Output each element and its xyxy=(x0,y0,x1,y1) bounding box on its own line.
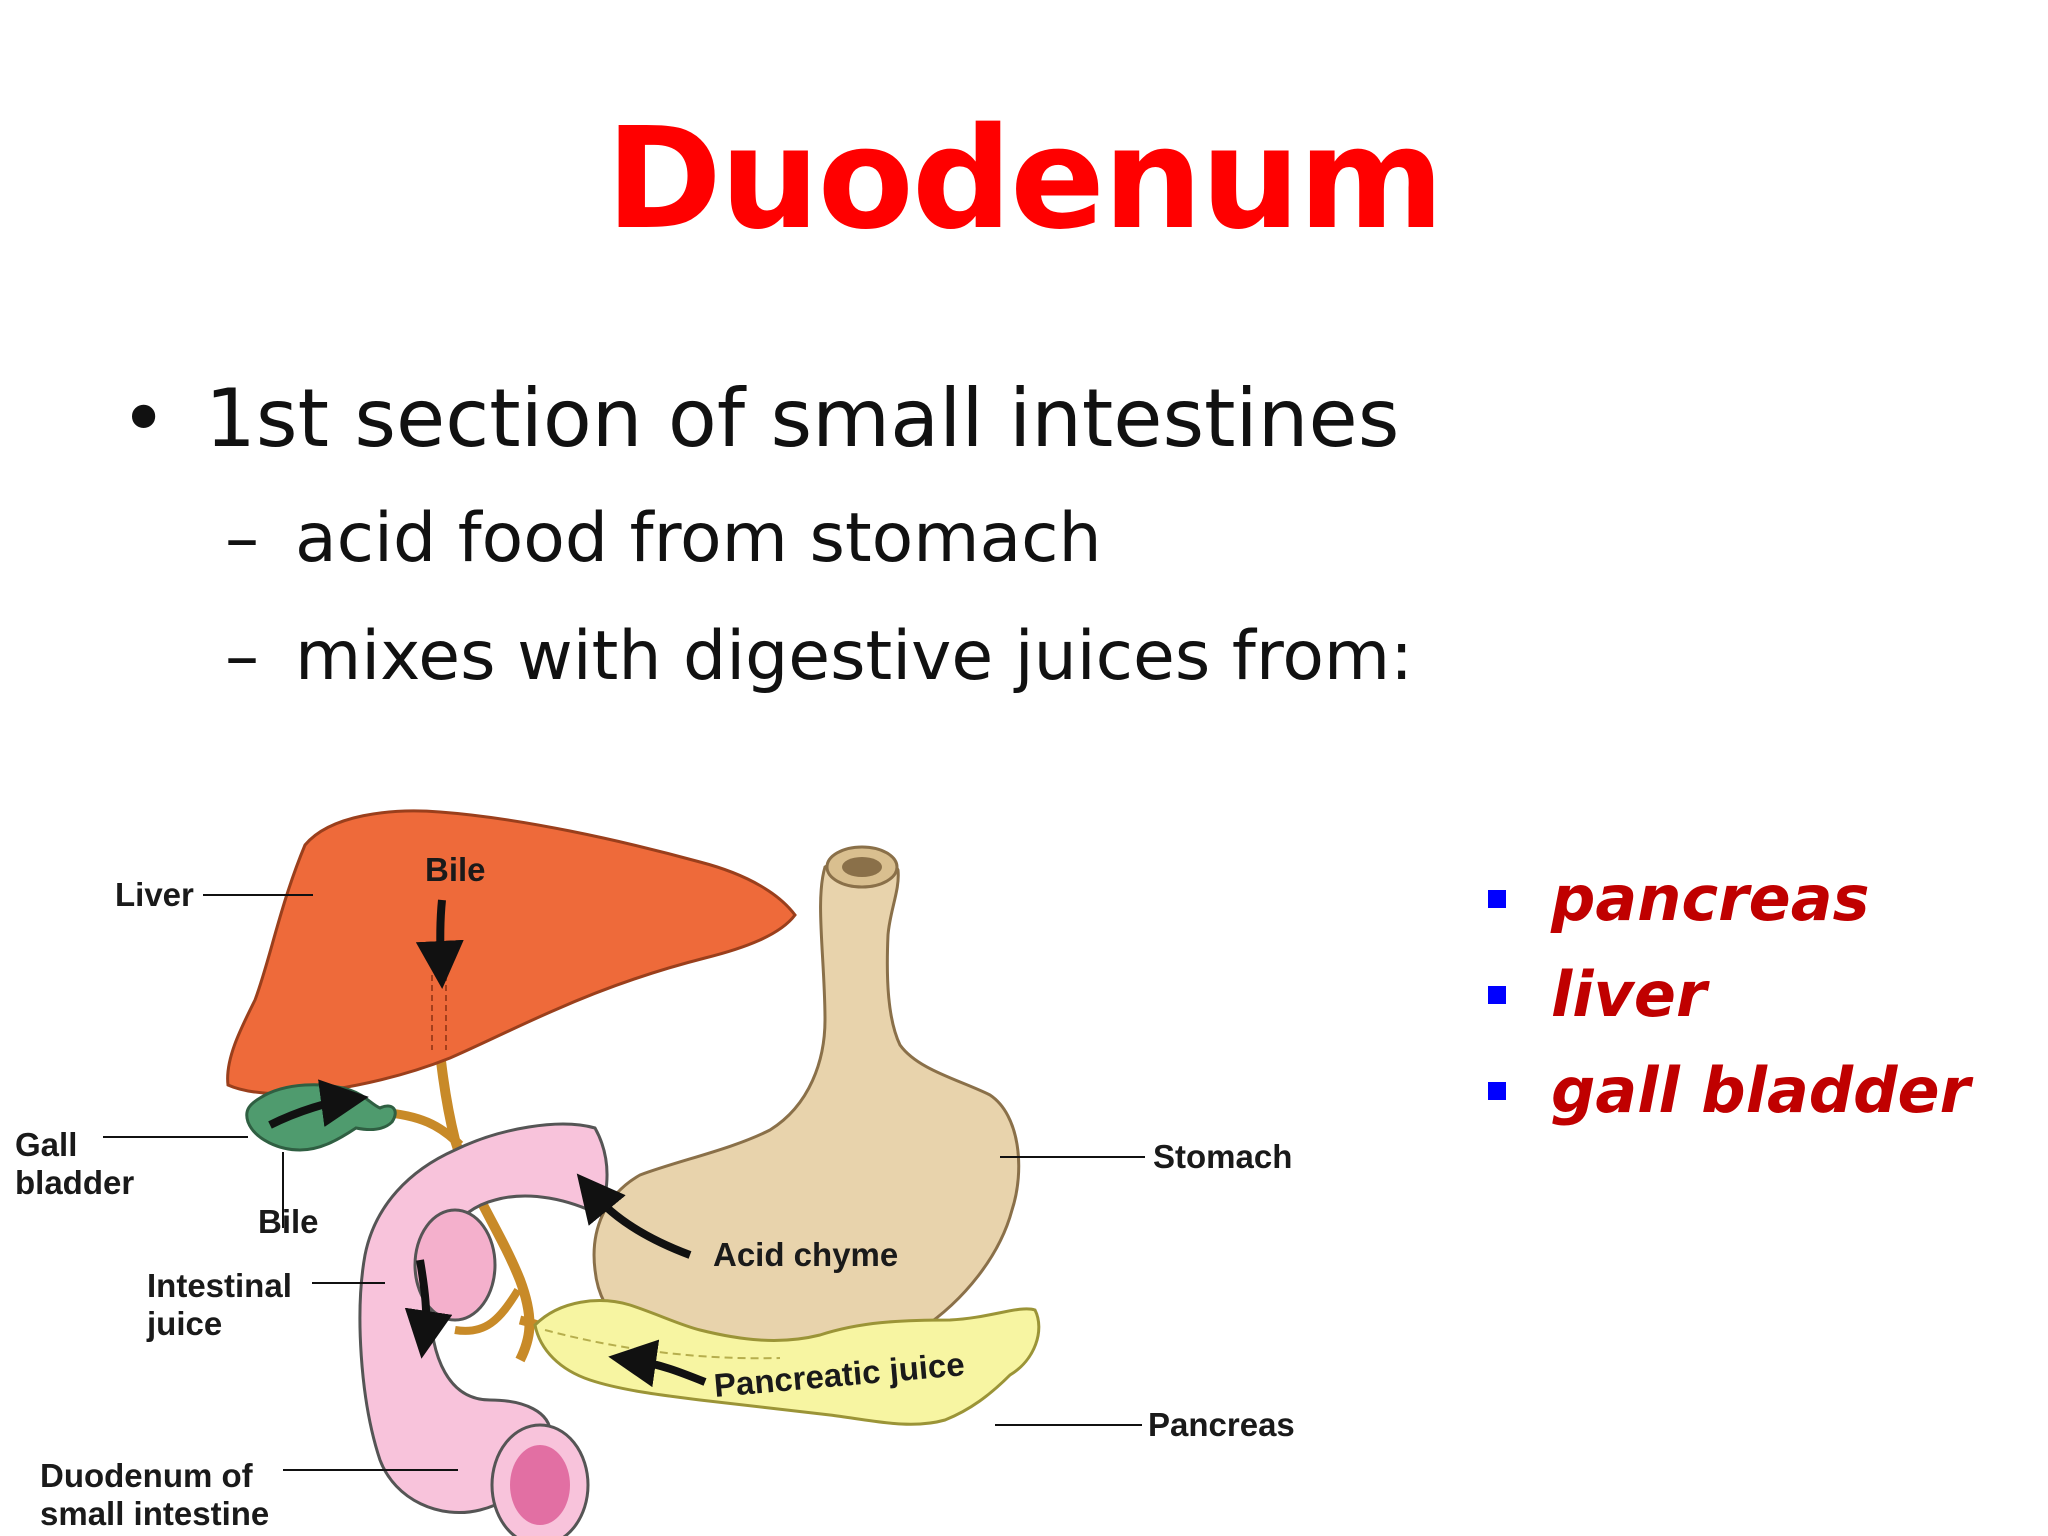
organ-item-liver: liver xyxy=(1488,964,1970,1026)
bullet-marker: • xyxy=(120,372,168,465)
flow-arrows xyxy=(268,899,707,1388)
gallbladder-shape xyxy=(245,1083,397,1152)
label-liver: Liver xyxy=(115,876,194,913)
label-acid-chyme: Acid chyme xyxy=(713,1236,898,1273)
sub-bullet-list: – acid food from stomach – mixes with di… xyxy=(225,505,1413,741)
label-bladder: bladder xyxy=(15,1164,134,1201)
label-stomach: Stomach xyxy=(1153,1138,1292,1175)
sub-bullet-text: mixes with digestive juices from: xyxy=(295,617,1414,696)
sub-bullet-text: acid food from stomach xyxy=(295,499,1102,578)
label-small-intestine: small intestine xyxy=(40,1495,269,1532)
sub-bullet: – acid food from stomach xyxy=(225,505,1413,573)
label-intestinal: Intestinal xyxy=(147,1267,292,1304)
label-juice: juice xyxy=(146,1305,222,1342)
leader-lines xyxy=(103,894,1145,1471)
dash-marker: – xyxy=(225,499,259,578)
organ-item-pancreas: pancreas xyxy=(1488,868,1970,930)
main-bullet-text: 1st section of small intestines xyxy=(205,372,1400,465)
pancreas-shape xyxy=(533,1299,1041,1426)
label-pancreas: Pancreas xyxy=(1148,1406,1295,1443)
organ-item-gall-bladder: gall bladder xyxy=(1488,1060,1970,1122)
label-bile-bottom: Bile xyxy=(258,1203,319,1240)
label-gall: Gall xyxy=(15,1126,77,1163)
main-bullet: • 1st section of small intestines xyxy=(120,375,1399,463)
square-bullet-icon xyxy=(1488,1082,1506,1100)
label-bile-top: Bile xyxy=(425,851,486,888)
square-bullet-icon xyxy=(1488,890,1506,908)
square-bullet-icon xyxy=(1488,986,1506,1004)
label-duodenum-of: Duodenum of xyxy=(40,1457,254,1494)
organ-label: liver xyxy=(1551,958,1707,1031)
dash-marker: – xyxy=(225,617,259,696)
main-bullet-list: • 1st section of small intestines xyxy=(120,375,1399,463)
sub-bullet: – mixes with digestive juices from: xyxy=(225,623,1413,691)
organ-label: pancreas xyxy=(1551,862,1870,935)
organ-list: pancreas liver gall bladder xyxy=(1488,868,1970,1156)
liver-shape xyxy=(226,809,797,1096)
organ-label: gall bladder xyxy=(1551,1054,1971,1127)
slide-title: Duodenum xyxy=(605,98,1444,261)
